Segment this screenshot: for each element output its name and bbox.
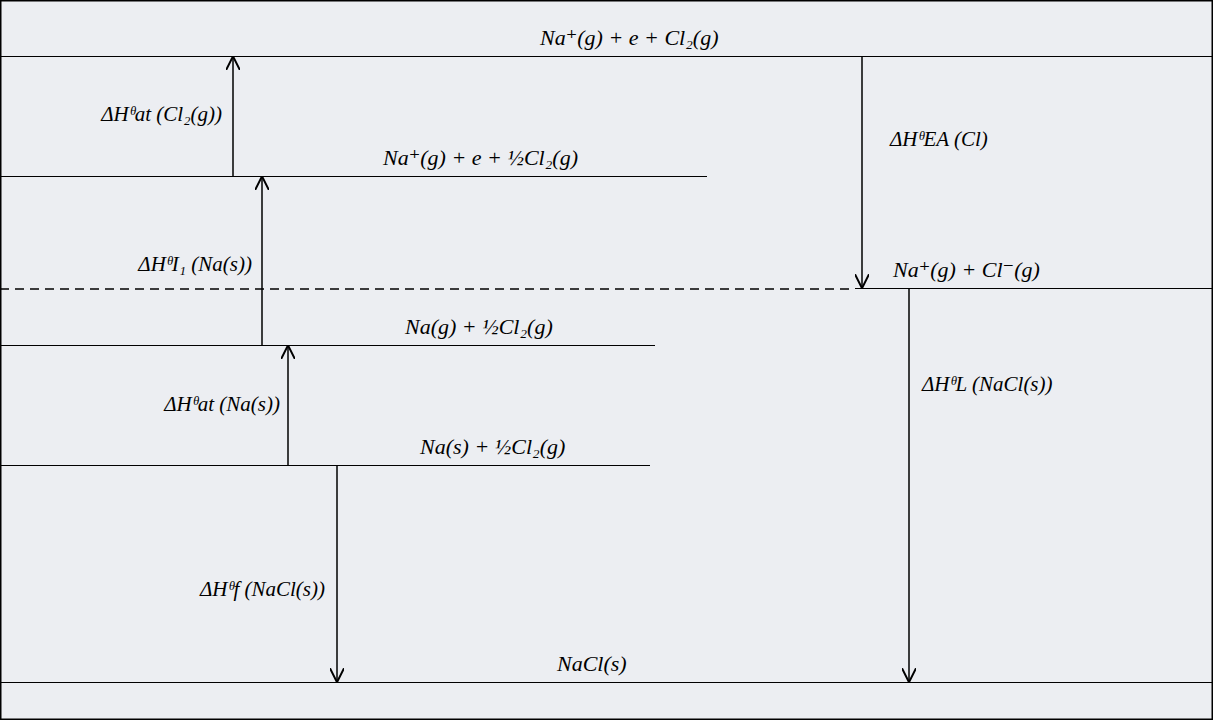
- level-formula: Na(g) + ½Cl₂(g): [405, 314, 553, 340]
- enthalpy-arrow: [336, 465, 338, 682]
- enthalpy-arrow: [261, 176, 263, 345]
- level-formula: Na⁺(g) + Cl⁻(g): [893, 257, 1040, 283]
- enthalpy-arrow: [232, 56, 234, 176]
- enthalpy-label: ΔHᶿat (Na(s)): [164, 392, 280, 417]
- enthalpy-label: ΔHᶿEA (Cl): [890, 127, 988, 152]
- enthalpy-arrow: [861, 56, 863, 288]
- enthalpy-arrow: [287, 345, 289, 465]
- enthalpy-label: ΔHᶿat (Cl₂(g)): [101, 102, 222, 127]
- enthalpy-label: ΔHᶿL (NaCl(s)): [922, 372, 1053, 397]
- level-formula: Na(s) + ½Cl₂(g): [420, 434, 565, 460]
- level-formula: Na⁺(g) + e + ½Cl₂(g): [383, 145, 578, 171]
- enthalpy-arrow: [908, 288, 910, 682]
- enthalpy-label: ΔHᶿI₁ (Na(s)): [138, 252, 252, 277]
- level-formula: NaCl(s): [557, 651, 627, 677]
- enthalpy-label: ΔHᶿf (NaCl(s)): [200, 577, 325, 602]
- dashed-level-line: [0, 288, 855, 290]
- level-formula: Na⁺(g) + e + Cl₂(g): [540, 25, 718, 51]
- energy-level: Na(s) + ½Cl₂(g): [0, 422, 650, 466]
- energy-level: Na(g) + ½Cl₂(g): [0, 302, 655, 346]
- energy-level: Na⁺(g) + e + Cl₂(g): [0, 13, 1213, 57]
- energy-level: Na⁺(g) + e + ½Cl₂(g): [0, 133, 707, 177]
- energy-level: Na⁺(g) + Cl⁻(g): [855, 245, 1213, 289]
- energy-level: NaCl(s): [0, 639, 1213, 683]
